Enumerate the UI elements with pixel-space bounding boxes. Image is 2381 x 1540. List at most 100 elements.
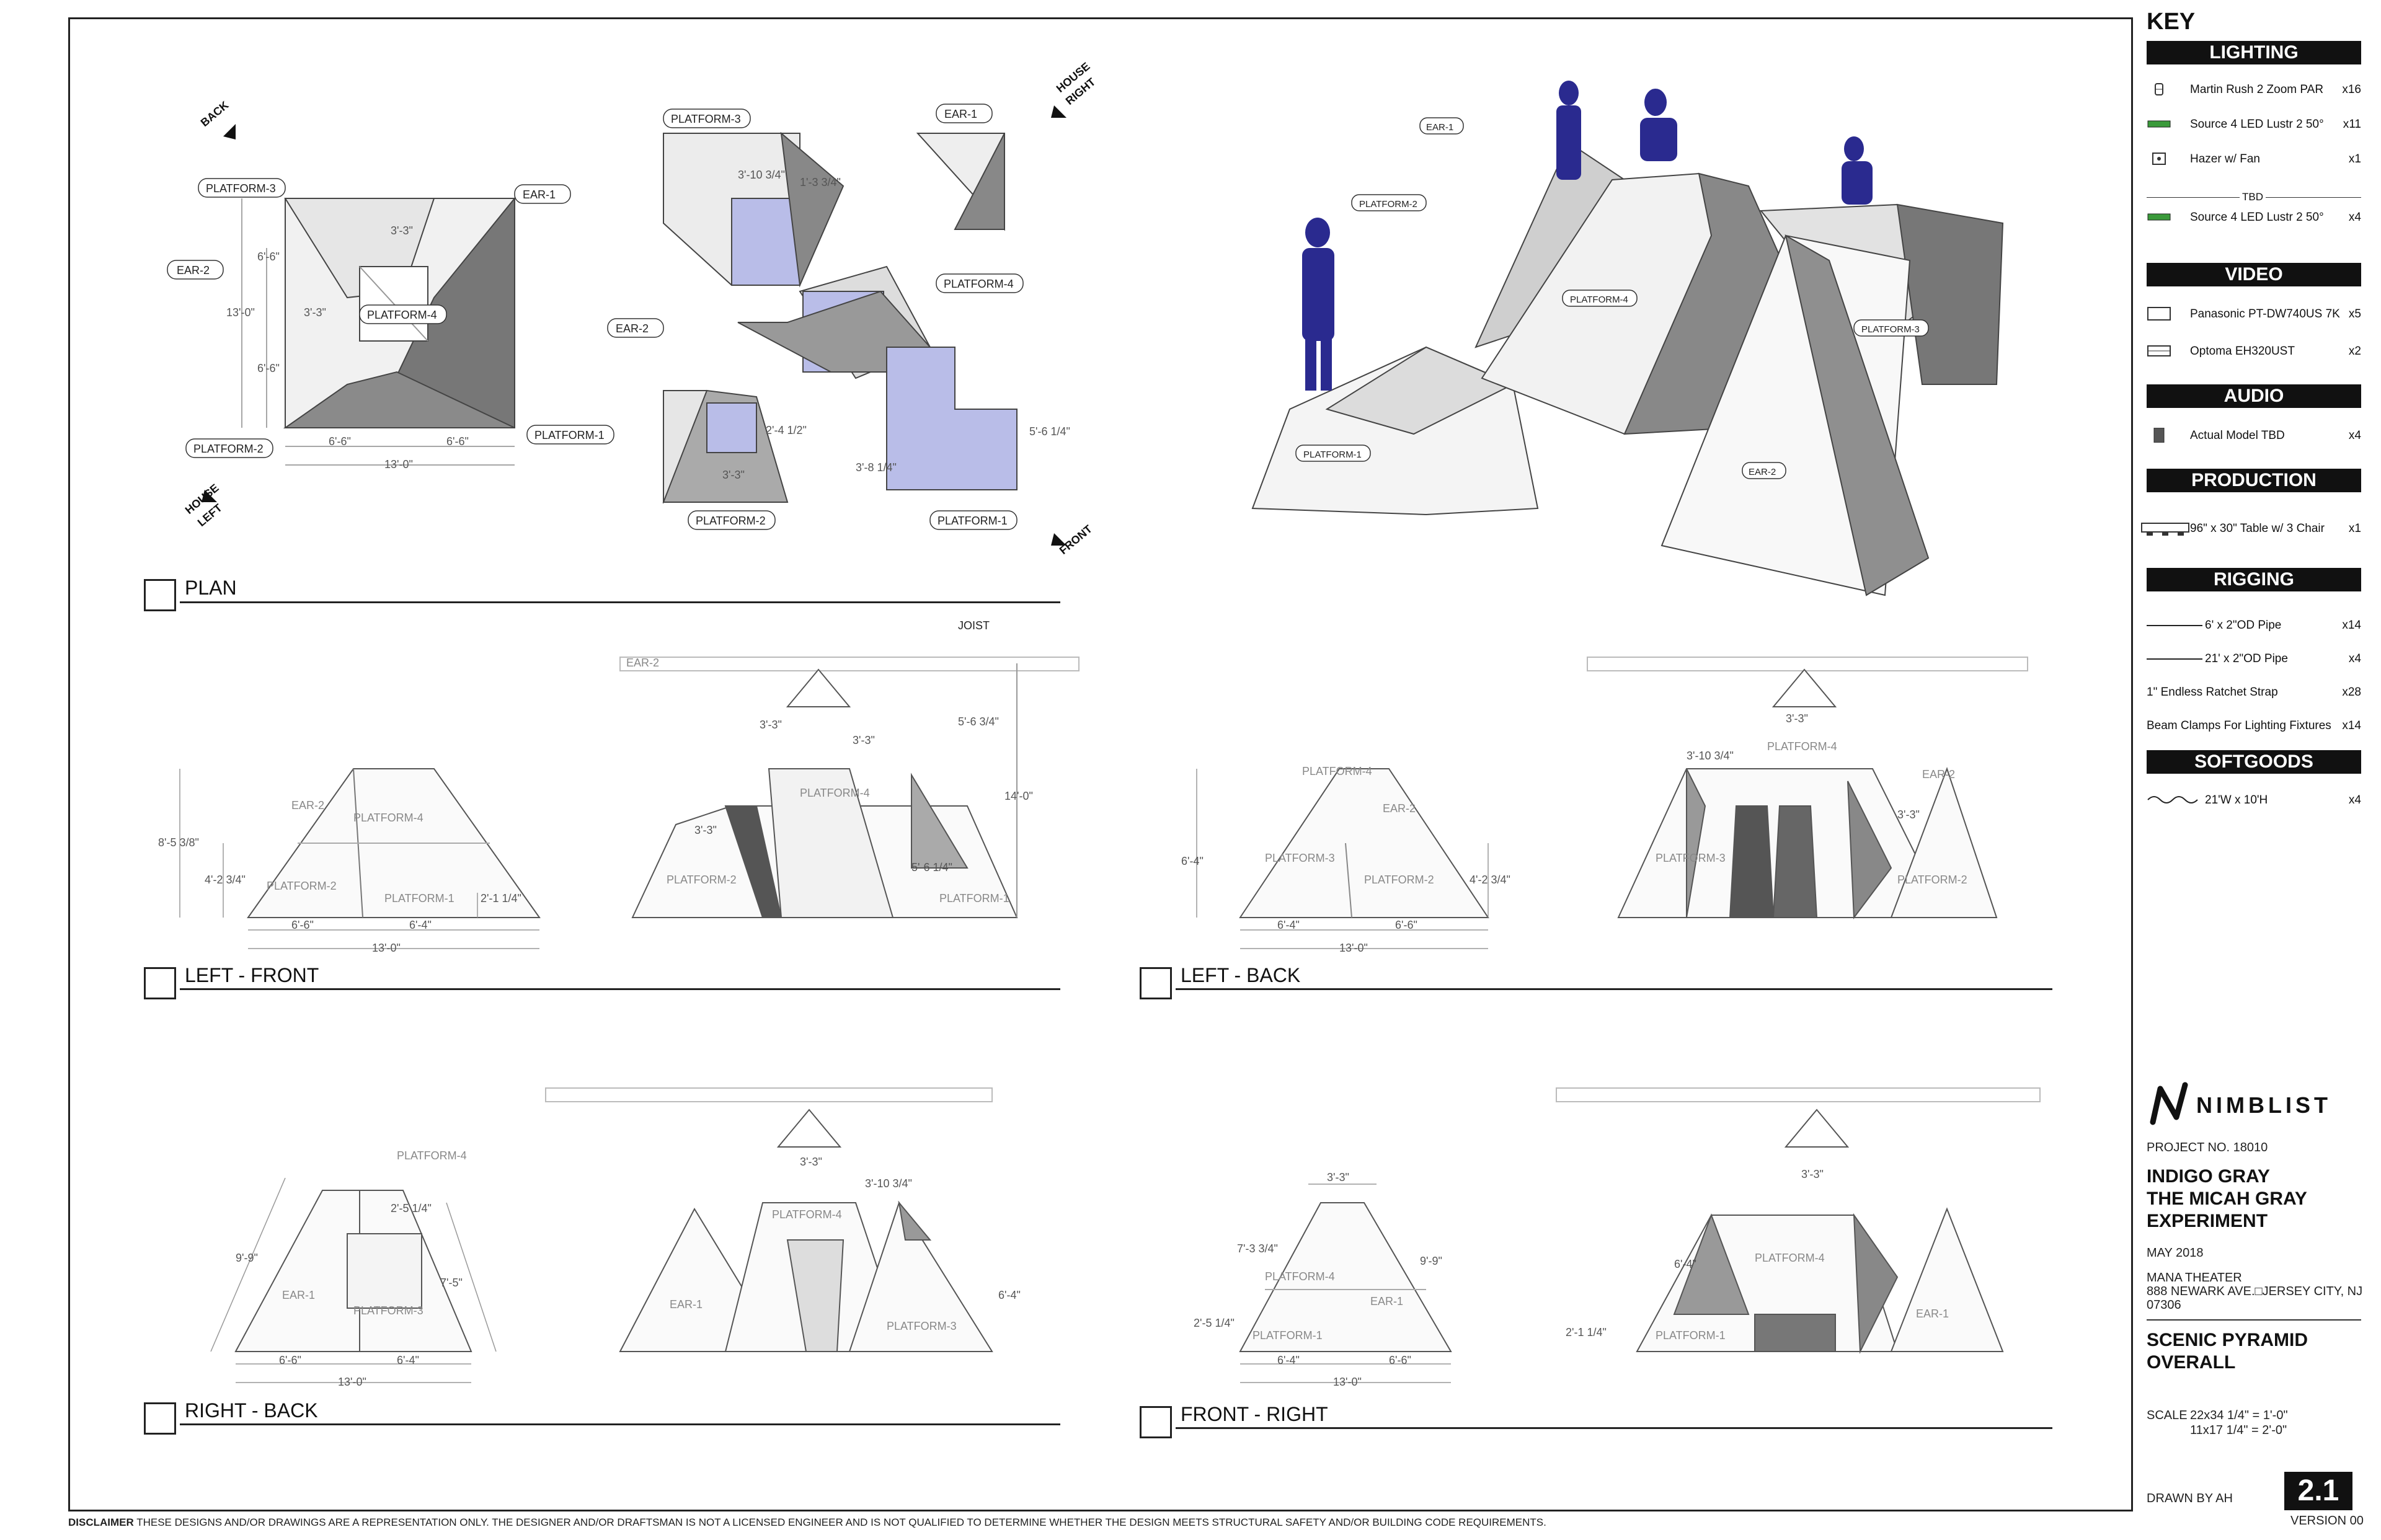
logo: NIMBLIST — [2147, 1079, 2361, 1128]
dim-3-8-14-plan: 3'-8 1/4" — [856, 461, 897, 474]
key-row-production-1: 96" x 30" Table w/ 3 Chair x1 — [2141, 520, 2361, 538]
dim-3-3-lfr-b: 3'-3" — [853, 734, 875, 746]
dim-6-6-rb: 6'-6" — [279, 1354, 301, 1366]
right-back-rigged-dims: 3'-3" 3'-10 3/4" 6'-4" — [800, 1156, 1021, 1301]
tag-platform-4-rbr: PLATFORM-4 — [772, 1208, 842, 1221]
key-qty: x16 — [2342, 83, 2361, 96]
tag-ear-2-lbr: EAR-2 — [1922, 768, 1955, 781]
key-qty: x14 — [2342, 619, 2361, 632]
arrow-front-icon — [1051, 533, 1066, 546]
tag-platform-4-b: PLATFORM-4 — [944, 278, 1014, 290]
left-front-elevation-rigged — [619, 657, 1080, 918]
tag-platform-1-c: PLATFORM-1 — [1303, 449, 1362, 460]
dim-7-5: 7'-5" — [440, 1277, 463, 1289]
view-line-left-back — [1176, 988, 2052, 990]
dim-6-6-plan-h: 6'-6" — [329, 435, 351, 448]
dim-6-4-fr: 6'-4" — [1277, 1354, 1300, 1366]
dim-3-3-lbr-b: 3'-3" — [1897, 808, 1920, 821]
tag-labels: PLATFORM-3 EAR-1 EAR-2 PLATFORM-4 PLATFO… — [167, 104, 1967, 1342]
dim-6-6-fr: 6'-6" — [1389, 1354, 1411, 1366]
tag-platform-3-lb: PLATFORM-3 — [1265, 852, 1335, 864]
key-label: Martin Rush 2 Zoom PAR — [2190, 83, 2324, 96]
view-line-plan — [180, 601, 1060, 603]
tag-ear-2-lb: EAR-2 — [1383, 802, 1416, 815]
dim-6-4-lb: 6'-4" — [1181, 855, 1204, 867]
curtain-icon — [2147, 796, 2198, 803]
disclaimer: DISCLAIMER THESE DESIGNS AND/OR DRAWINGS… — [68, 1516, 1546, 1529]
section-softgoods: SOFTGOODS — [2147, 750, 2361, 774]
view-line-front-right — [1176, 1427, 2052, 1429]
dim-9-9-fr: 9'-9" — [1420, 1255, 1442, 1267]
dim-1-3-34-plan: 1'-3 3/4" — [800, 176, 841, 188]
dim-13-0-rb: 13'-0" — [338, 1376, 366, 1388]
sheet-number: 2.1 — [2284, 1472, 2352, 1510]
tag-platform-2-a: PLATFORM-2 — [193, 443, 264, 455]
key-label: 21'W x 10'H — [2205, 794, 2268, 807]
key-row-lighting-1: Martin Rush 2 Zoom PAR x16 — [2147, 81, 2361, 99]
key-row-lighting-2: Source 4 LED Lustr 2 50° x11 — [2147, 115, 2361, 134]
arrow-back-icon — [223, 124, 236, 139]
key-qty: x1 — [2348, 153, 2361, 166]
key-label: 21' x 2"OD Pipe — [2205, 652, 2288, 665]
tag-platform-2-lb: PLATFORM-2 — [1364, 874, 1434, 886]
tag-platform-2-lf: PLATFORM-2 — [267, 880, 337, 892]
key-row-rigging-3: 1" Endless Ratchet Strap x28 — [2147, 683, 2361, 702]
tag-platform-4-lf: PLATFORM-4 — [353, 812, 423, 824]
tag-platform-4-a: PLATFORM-4 — [367, 309, 437, 321]
dim-14-0: 14'-0" — [1004, 790, 1033, 802]
scale-1: 22x34 1/4" = 1'-0" — [2190, 1409, 2288, 1422]
tag-platform-1-fr: PLATFORM-1 — [1253, 1329, 1323, 1342]
dim-3-10-34-lbr: 3'-10 3/4" — [1687, 750, 1734, 762]
tag-ear-1-rb: EAR-1 — [282, 1289, 315, 1301]
speaker-icon — [2153, 428, 2165, 443]
left-front-dims: 8'-5 3/8" 4'-2 3/4" 2'-1 1/4" 6'-6" 6'-4… — [158, 836, 521, 954]
tag-platform-4-fr: PLATFORM-4 — [1265, 1270, 1335, 1283]
tag-platform-2-lbr: PLATFORM-2 — [1897, 874, 1967, 886]
dim-6-6-lb-h: 6'-6" — [1395, 919, 1417, 931]
view-box-plan — [144, 579, 176, 611]
human-figures — [1302, 81, 1873, 391]
tag-ear-1-fr: EAR-1 — [1370, 1295, 1403, 1308]
left-back-elevation-rigged — [1587, 657, 2028, 919]
tag-platform-2-b: PLATFORM-2 — [696, 515, 766, 527]
key-qty: x4 — [2348, 211, 2361, 224]
tag-ear-1-a: EAR-1 — [523, 188, 556, 201]
drawn-by: DRAWN BY AH — [2147, 1492, 2233, 1505]
dim-3-10-34-rbr: 3'-10 3/4" — [865, 1177, 912, 1190]
tbd-divider: TBD — [2147, 191, 2361, 203]
dim-2-1-14-frr: 2'-1 1/4" — [1566, 1326, 1607, 1339]
key-row-lighting-tbd: Source 4 LED Lustr 2 50° x4 — [2147, 208, 2361, 227]
dim-5-6-14-plan: 5'-6 1/4" — [1029, 425, 1070, 438]
dim-5-6-14-lf: 5'-6 1/4" — [911, 861, 952, 874]
key-row-rigging-4: Beam Clamps For Lighting Fixtures x14 — [2147, 717, 2361, 735]
tag-platform-3-b: PLATFORM-3 — [671, 113, 741, 125]
dim-13-0-lf: 13'-0" — [372, 942, 401, 954]
key-row-video-1: Panasonic PT-DW740US 7K x5 — [2147, 305, 2361, 324]
tag-platform-3-rbr: PLATFORM-3 — [887, 1320, 957, 1332]
view-title-plan: PLAN — [185, 577, 237, 599]
view-box-left-back — [1140, 967, 1172, 999]
show-title-2: THE MICAH GRAY — [2147, 1188, 2307, 1209]
disclaimer-lead: DISCLAIMER — [68, 1516, 134, 1528]
sheet-title-1: SCENIC PYRAMID — [2147, 1330, 2308, 1350]
address-line-1: 888 NEWARK AVE.□JERSEY CITY, NJ — [2147, 1285, 2363, 1298]
dim-13-0-plan-h: 13'-0" — [384, 458, 413, 471]
tag-ear-2-lfr: EAR-2 — [626, 657, 659, 669]
dim-6-4-rb: 6'-4" — [397, 1354, 419, 1366]
tag-platform-4-lfr: PLATFORM-4 — [800, 787, 870, 799]
dim-6-4-frr: 6'-4" — [1674, 1258, 1696, 1270]
key-qty: x4 — [2348, 429, 2361, 442]
dim-9-9: 9'-9" — [236, 1252, 258, 1264]
dim-5-6-34: 5'-6 3/4" — [958, 715, 999, 728]
dim-2-1-14: 2'-1 1/4" — [481, 892, 521, 905]
scale-label: SCALE — [2147, 1409, 2188, 1422]
tbd-label: TBD — [2240, 191, 2266, 203]
left-back-rigged-dims: 3'-3" 3'-10 3/4" 3'-3" — [1687, 712, 1920, 821]
key-label: 1" Endless Ratchet Strap — [2147, 686, 2278, 699]
dim-6-4-lf: 6'-4" — [409, 919, 432, 931]
dim-6-6-plan-a: 6'-6" — [257, 250, 280, 263]
view-title-front-right: FRONT - RIGHT — [1181, 1403, 1328, 1425]
show-title-3: EXPERIMENT — [2147, 1211, 2268, 1231]
